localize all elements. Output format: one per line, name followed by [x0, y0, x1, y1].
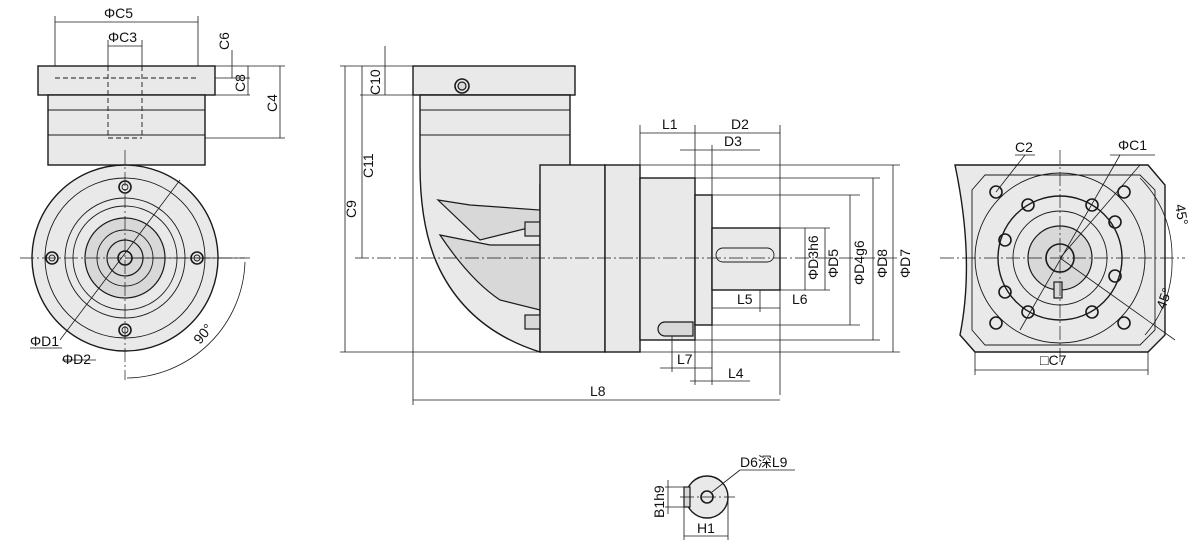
- label-c2: C2: [1015, 139, 1033, 155]
- output-flange: [639, 177, 696, 341]
- left-side-view: ΦC5 ΦC3 C6 C8 C4 ΦD1 ΦD2 90°: [20, 5, 285, 380]
- label-d3h6: ΦD3h6: [805, 235, 821, 280]
- label-c5: ΦC5: [104, 5, 133, 21]
- housing-flange: [604, 164, 641, 353]
- label-d2: ΦD2: [62, 351, 91, 367]
- bolt-holes: [989, 185, 1131, 330]
- gear-housing: [539, 164, 606, 353]
- output-shaft: [711, 227, 781, 291]
- label-angle-90: 90°: [190, 320, 216, 347]
- motor-adapter-body: [47, 94, 206, 166]
- label-angle-45-lower: 45°: [1153, 286, 1175, 311]
- label-c1: ΦC1: [1118, 137, 1147, 153]
- end-view: C2 ΦC1 45° 45° □C7: [940, 137, 1191, 375]
- shaft-key: [715, 247, 775, 263]
- label-angle-45-upper: 45°: [1172, 203, 1191, 227]
- label-d3: D3: [724, 133, 742, 149]
- label-l1: L1: [662, 116, 678, 132]
- label-d4g6: ΦD4g6: [851, 240, 867, 285]
- label-d7: ΦD7: [897, 249, 913, 278]
- shaft-section-detail: D6深L9 B1h9 H1: [651, 454, 795, 540]
- label-c3: ΦC3: [108, 29, 137, 45]
- label-c11: C11: [360, 153, 376, 178]
- label-c9: C9: [343, 200, 359, 218]
- label-c6: C6: [216, 32, 232, 50]
- label-c4: C4: [264, 94, 280, 112]
- label-d2-length: D2: [731, 116, 749, 132]
- label-l4: L4: [728, 365, 744, 381]
- label-l5: L5: [737, 291, 753, 307]
- input-flange: [412, 65, 576, 96]
- label-d5: ΦD5: [825, 249, 841, 278]
- label-l6: L6: [792, 291, 808, 307]
- label-d6-depth-l9: D6深L9: [740, 454, 788, 470]
- label-h1: H1: [697, 520, 715, 536]
- front-view: C9 C11 C10 L1 D2 D3 ΦD3h6 ΦD5 ΦD4g6 ΦD8 …: [340, 46, 913, 405]
- label-c7: □C7: [1040, 352, 1067, 368]
- label-c8: C8: [232, 74, 248, 92]
- label-b1h9: B1h9: [651, 485, 667, 518]
- label-c10: C10: [367, 69, 383, 95]
- top-flange: [37, 65, 216, 96]
- label-l7: L7: [677, 351, 693, 367]
- label-l8: L8: [590, 383, 606, 399]
- label-d8: ΦD8: [874, 249, 890, 278]
- label-d1: ΦD1: [30, 333, 59, 349]
